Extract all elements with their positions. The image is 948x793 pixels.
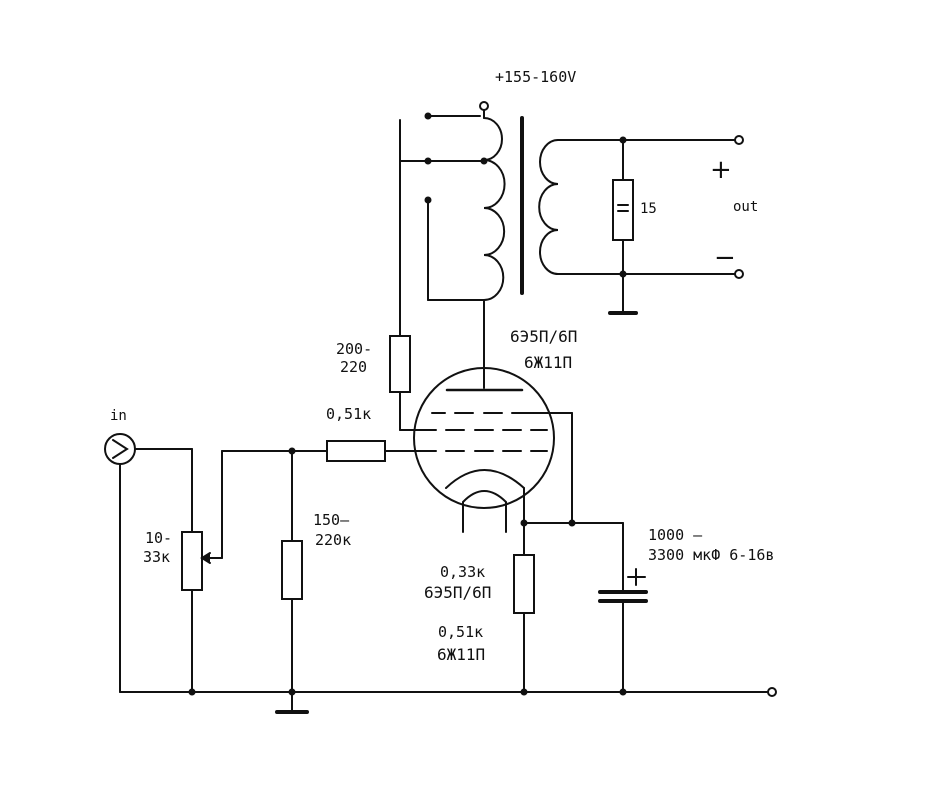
screen-res-label-a: 200- [336, 340, 372, 358]
supply-terminal [479, 101, 489, 111]
tube-type-label-b: 6Ж11П [524, 353, 572, 372]
out-minus-terminal [734, 269, 744, 279]
screen-resistor [389, 119, 421, 431]
cathode-resistor [513, 519, 624, 693]
cathode-res-label-a: 0,33к [440, 563, 485, 581]
cap-label-a: 1000 – [648, 526, 703, 544]
out-minus-sign: − [714, 243, 736, 273]
pot-label-a: 10- [145, 529, 172, 547]
output-load [608, 135, 744, 315]
out-plus-terminal [734, 135, 744, 145]
grid-stopper-label: 0,51к [326, 405, 371, 423]
secondary-winding [538, 139, 559, 275]
output-transformer [399, 101, 736, 301]
cathode-res-label-d: 6Ж11П [437, 645, 485, 664]
cathode-res-label-c: 0,51к [438, 623, 483, 641]
cap-label-b: 3300 мкФ 6-16в [648, 546, 774, 564]
grid-leak-label-b: 220к [315, 531, 351, 549]
grid-leak-label-a: 150— [313, 511, 350, 529]
volume-potentiometer [181, 448, 223, 693]
tube-heater [462, 490, 507, 513]
vacuum-tube [413, 299, 573, 556]
out-label: out [733, 199, 758, 215]
ground-terminal [767, 687, 777, 697]
cathode-bypass-capacitor [598, 522, 648, 693]
screen-res-label-b: 220 [340, 358, 367, 376]
supply-voltage-label: +155-160V [495, 68, 576, 86]
out-plus-sign: + [710, 155, 732, 185]
pot-label-b: 33к [143, 548, 170, 566]
ground-bus [119, 687, 777, 697]
load-value-label: 15 [640, 201, 657, 217]
tube-envelope [413, 367, 555, 509]
primary-winding [483, 117, 506, 301]
input-jack [104, 433, 193, 693]
tube-cathode [445, 469, 525, 489]
tube-type-label-a: 6Э5П/6П [510, 327, 577, 346]
grid-leak-resistor [275, 450, 309, 714]
input-label: in [110, 408, 127, 424]
cathode-res-label-b: 6Э5П/6П [424, 583, 491, 602]
grid-stopper-resistor [221, 440, 421, 462]
